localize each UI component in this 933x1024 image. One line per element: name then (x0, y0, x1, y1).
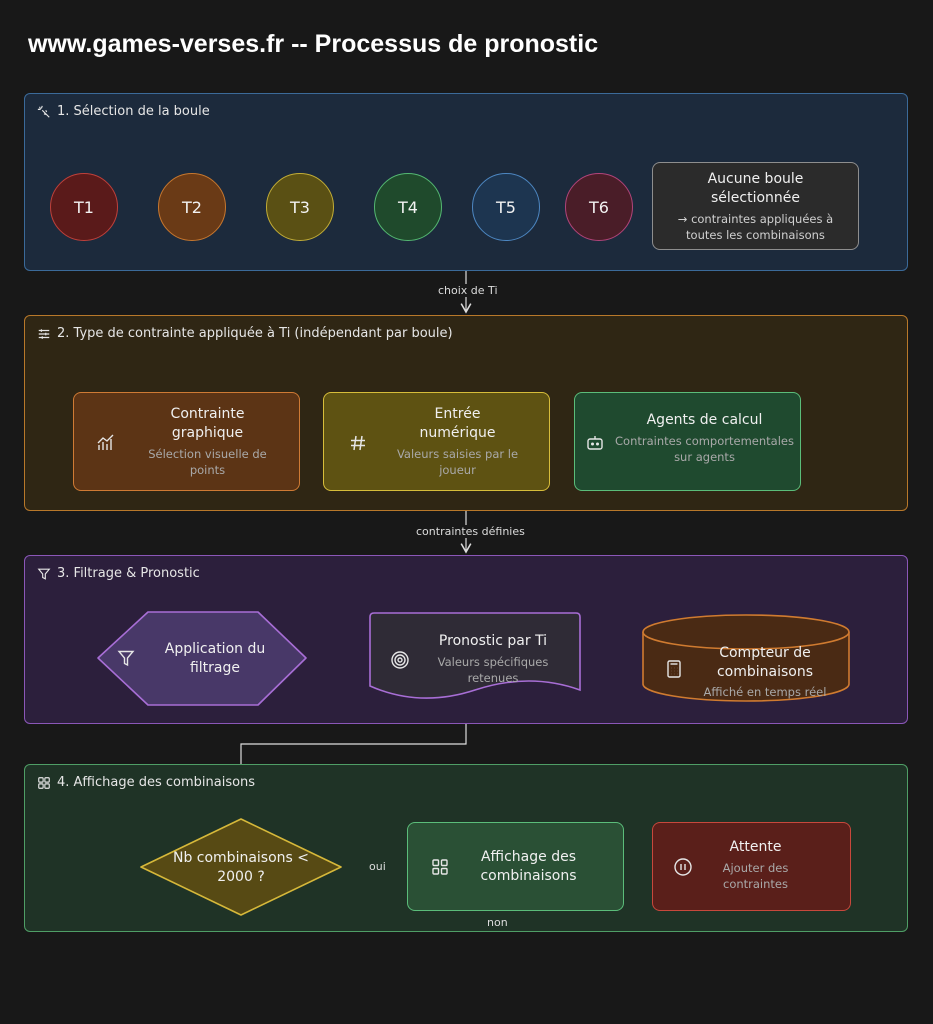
counter-sub: Affiché en temps réel (703, 685, 827, 699)
bot-icon (587, 436, 603, 450)
pronostic-document-shape (369, 612, 581, 699)
apply-filter-node[interactable]: Application du filtrage (140, 640, 270, 678)
constraint-agents-label: Agents de calcul (646, 411, 763, 428)
constraint-numeric-label: Entrée numérique (419, 406, 496, 441)
target-icon (391, 651, 409, 669)
section-4-title: 4. Affichage des combinaisons (57, 775, 256, 790)
hash-icon (351, 435, 365, 451)
decision-label: Nb combinaisons < 2000 ? (172, 850, 310, 885)
chart-icon (97, 434, 114, 450)
constraint-numeric-box[interactable]: Entrée numérique Valeurs saisies par le … (323, 392, 550, 491)
arrow-label-choice: choix de Ti (435, 284, 501, 297)
ball-label: T3 (290, 197, 310, 217)
ball-t4[interactable]: T4 (374, 173, 442, 241)
sparkle-icon (37, 105, 50, 118)
ball-label: T5 (496, 197, 516, 217)
no-ball-label: Aucune boule sélectionnée (707, 170, 804, 206)
show-combinations-label: Affichage des combinaisons (480, 848, 577, 884)
counter-cylinder-top (642, 614, 850, 650)
ball-label: T1 (74, 197, 94, 217)
constraint-graphic-box[interactable]: Contrainte graphique Sélection visuelle … (73, 392, 300, 491)
no-ball-sub: → contraintes appliquées à toutes les co… (677, 211, 834, 242)
ball-t1[interactable]: T1 (50, 173, 118, 241)
constraint-graphic-sub: Sélection visuelle de points (148, 447, 267, 477)
arrow-label-defined: contraintes définies (413, 525, 528, 538)
show-combinations-box[interactable]: Affichage des combinaisons (407, 822, 624, 911)
calculator-icon (667, 660, 681, 678)
pronostic-node[interactable]: Pronostic par Ti Valeurs spécifiques ret… (418, 632, 568, 686)
grid-icon (38, 776, 50, 789)
apply-filter-hexagon (97, 611, 307, 706)
sliders-icon (38, 328, 50, 339)
constraint-agents-box[interactable]: Agents de calcul Contraintes comportemen… (574, 392, 801, 491)
ball-t6[interactable]: T6 (565, 173, 633, 241)
section-3-title: 3. Filtrage & Pronostic (57, 566, 200, 581)
ball-t5[interactable]: T5 (472, 173, 540, 241)
counter-node[interactable]: Compteur de combinaisons Affiché en temp… (690, 644, 840, 700)
section-1-title: 1. Sélection de la boule (57, 104, 210, 119)
ball-label: T6 (589, 197, 609, 217)
decision-node[interactable]: Nb combinaisons < 2000 ? (171, 849, 311, 887)
counter-label: Compteur de combinaisons (716, 645, 814, 680)
no-ball-box[interactable]: Aucune boule sélectionnée → contraintes … (652, 162, 859, 250)
ball-t3[interactable]: T3 (266, 173, 334, 241)
counter-cylinder-body (642, 632, 850, 702)
wait-label: Attente (729, 838, 782, 855)
section-2-title: 2. Type de contrainte appliquée à Ti (in… (57, 326, 453, 341)
funnel-icon (117, 650, 135, 667)
wait-sub: Ajouter des contraintes (722, 860, 789, 891)
pause-icon (674, 858, 692, 876)
constraint-agents-sub: Contraintes comportementales sur agents (615, 433, 794, 464)
ball-label: T4 (398, 197, 418, 217)
ball-t2[interactable]: T2 (158, 173, 226, 241)
apply-filter-label: Application du filtrage (164, 641, 266, 676)
pronostic-sub: Valeurs spécifiques retenues (437, 655, 549, 685)
constraint-graphic-label: Contrainte graphique (170, 406, 245, 441)
grid-icon (432, 859, 448, 875)
decision-diamond (140, 818, 342, 916)
funnel-icon (37, 568, 51, 580)
page-title: www.games-verses.fr -- Processus de pron… (28, 30, 599, 58)
wait-box[interactable]: Attente Ajouter des contraintes (652, 822, 851, 911)
arrow-label-yes: oui (366, 860, 389, 873)
arrow-label-no: non (484, 916, 511, 929)
pronostic-label: Pronostic par Ti (438, 633, 548, 649)
ball-label: T2 (182, 197, 202, 217)
constraint-numeric-sub: Valeurs saisies par le joueur (396, 447, 519, 477)
